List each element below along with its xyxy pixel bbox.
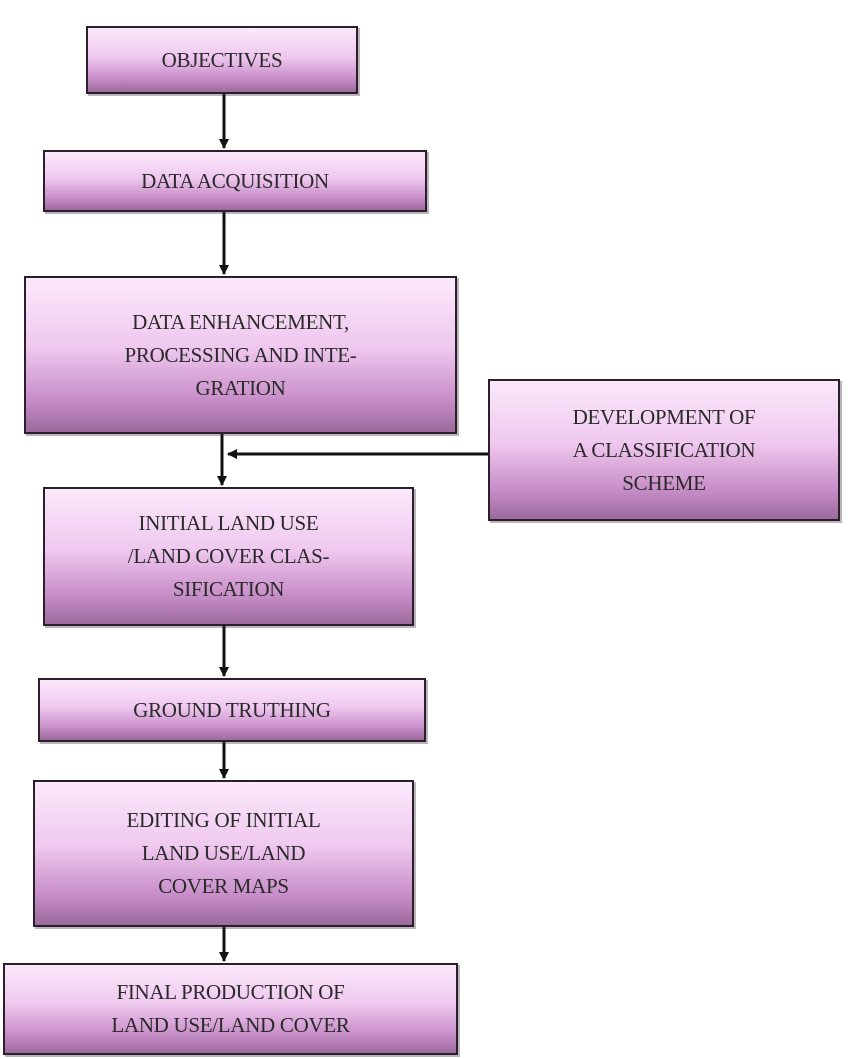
node-classification-scheme: DEVELOPMENT OF A CLASSIFICATION SCHEME (488, 379, 840, 521)
node-data-acquisition-label: DATA ACQUISITION (141, 168, 329, 193)
node-initial-classification: INITIAL LAND USE /LAND COVER CLAS- SIFIC… (43, 487, 414, 626)
node-data-enhancement: DATA ENHANCEMENT, PROCESSING AND INTE- G… (24, 276, 457, 434)
node-initial-classification-label: INITIAL LAND USE /LAND COVER CLAS- SIFIC… (127, 511, 330, 601)
node-data-enhancement-label: DATA ENHANCEMENT, PROCESSING AND INTE- G… (124, 309, 357, 400)
node-final-production-label: FINAL PRODUCTION OF LAND USE/LAND COVER (111, 980, 350, 1037)
node-editing-maps-label: EDITING OF INITIAL LAND USE/LAND COVER M… (126, 808, 321, 898)
node-objectives: OBJECTIVES (86, 26, 358, 94)
node-objectives-label: OBJECTIVES (161, 47, 283, 72)
node-final-production: FINAL PRODUCTION OF LAND USE/LAND COVER (3, 963, 458, 1055)
node-ground-truthing: GROUND TRUTHING (38, 678, 426, 742)
node-data-acquisition: DATA ACQUISITION (43, 150, 427, 212)
node-ground-truthing-label: GROUND TRUTHING (133, 697, 331, 722)
node-editing-maps: EDITING OF INITIAL LAND USE/LAND COVER M… (33, 780, 414, 927)
node-classification-scheme-label: DEVELOPMENT OF A CLASSIFICATION SCHEME (572, 404, 756, 495)
